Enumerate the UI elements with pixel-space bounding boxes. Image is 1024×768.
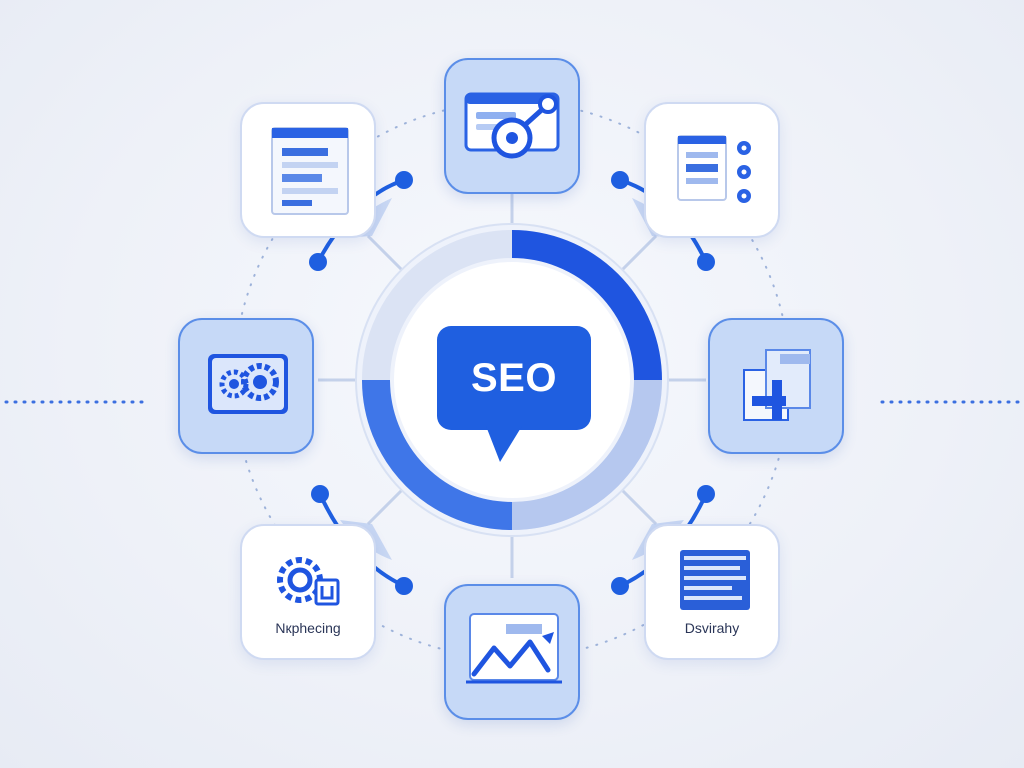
tile-list-settings[interactable]: [644, 102, 780, 238]
tile-blocks-chart[interactable]: [708, 318, 844, 454]
keyword-label: Nкphecing: [275, 620, 341, 636]
desktop-label: Dsvirahy: [684, 620, 740, 636]
tile-desktop[interactable]: Dsvirahy: [644, 524, 780, 660]
tile-webpage-link[interactable]: [444, 58, 580, 194]
center-ring-arc-mid: [362, 379, 513, 530]
seo-label: SEO: [471, 355, 557, 400]
center-ring-arc-dark: [511, 230, 662, 381]
center-ring-arc-light: [511, 379, 662, 530]
list-settings-icon: [677, 135, 751, 203]
seo-speech-bubble: [437, 326, 591, 462]
connector-dots: [309, 171, 715, 595]
blocks-chart-icon: [743, 349, 811, 421]
tile-trend-chart[interactable]: [444, 584, 580, 720]
tile-keyword[interactable]: Nкphecing: [240, 524, 376, 660]
gears-icon: [208, 354, 288, 414]
document-lines-icon: [680, 550, 750, 610]
gear-refresh-icon: [277, 557, 340, 606]
tile-gears[interactable]: [178, 318, 314, 454]
browser-window-icon: [271, 127, 349, 215]
tile-browser-window[interactable]: [240, 102, 376, 238]
webpage-link-icon: [464, 92, 560, 159]
trend-chart-icon: [466, 613, 562, 684]
